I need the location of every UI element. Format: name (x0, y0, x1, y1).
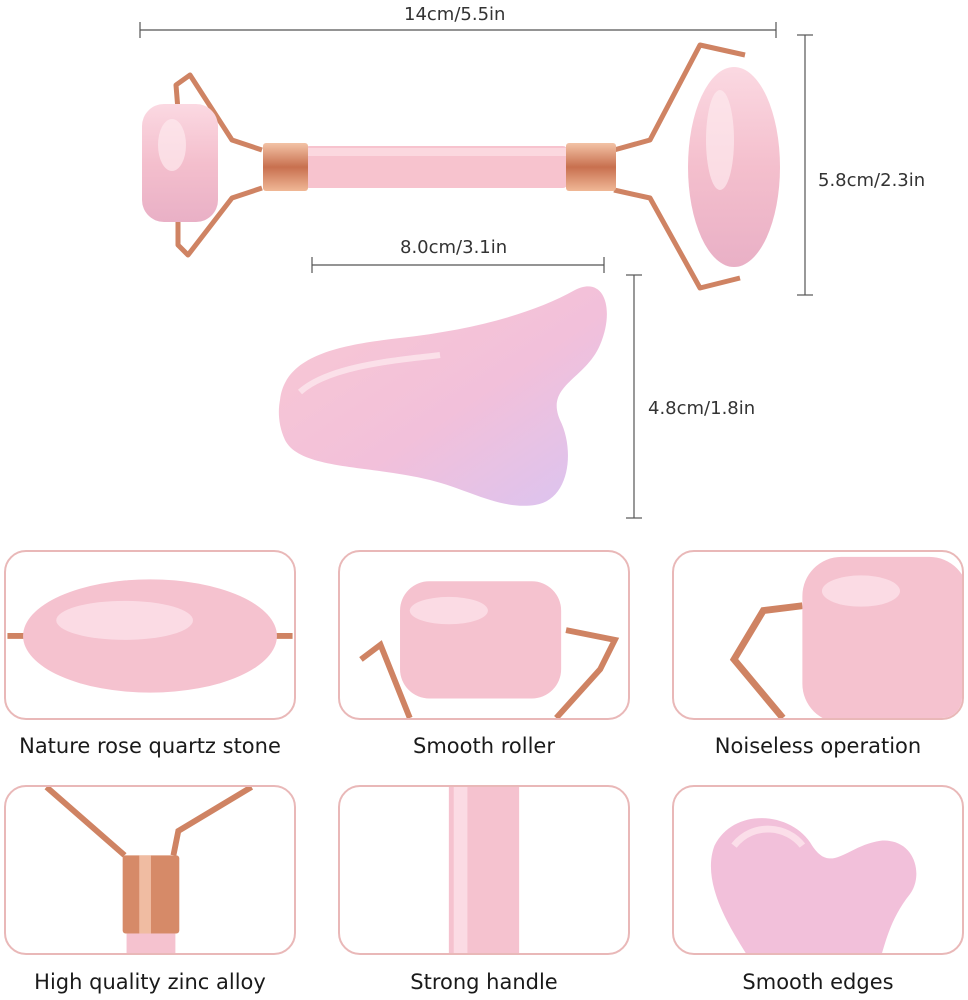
caption-zinc-alloy: High quality zinc alloy (34, 970, 266, 994)
caption-stone: Nature rose quartz stone (19, 734, 281, 758)
roller-height-dimension-line (797, 34, 813, 296)
roller-handle (305, 146, 567, 188)
caption-noiseless: Noiseless operation (714, 734, 922, 758)
guasha-height-dimension-line (626, 274, 642, 519)
roller-length-dimension-line (139, 22, 777, 38)
feature-card-roller (338, 550, 630, 720)
feature-card-handle (338, 785, 630, 955)
guasha-width-dimension-line (311, 257, 605, 273)
caption-roller: Smooth roller (413, 734, 555, 758)
smooth-roller-image (359, 581, 620, 718)
strong-handle-image (448, 787, 520, 953)
rose-quartz-stone-image (7, 579, 293, 693)
feature-card-zinc-alloy (4, 785, 296, 955)
guasha-height-label: 4.8cm/1.8in (648, 398, 756, 419)
noiseless-roller-image (729, 556, 962, 718)
right-collar (566, 143, 616, 191)
left-collar (263, 143, 308, 191)
guasha-board (278, 286, 607, 506)
feature-card-stone (4, 550, 296, 720)
smooth-edges-image (710, 818, 917, 953)
roller-length-label: 14cm/5.5in (404, 4, 506, 25)
guasha-width-label: 8.0cm/3.1in (400, 237, 508, 258)
product-diagram (139, 22, 813, 519)
caption-edges: Smooth edges (742, 970, 894, 994)
caption-handle: Strong handle (410, 970, 558, 994)
roller-frame (173, 42, 746, 291)
roller-height-label: 5.8cm/2.3in (818, 170, 926, 191)
feature-card-edges (672, 785, 964, 955)
feature-card-noiseless (672, 550, 964, 720)
zinc-alloy-image (44, 787, 254, 953)
large-roller-stone (688, 67, 780, 267)
